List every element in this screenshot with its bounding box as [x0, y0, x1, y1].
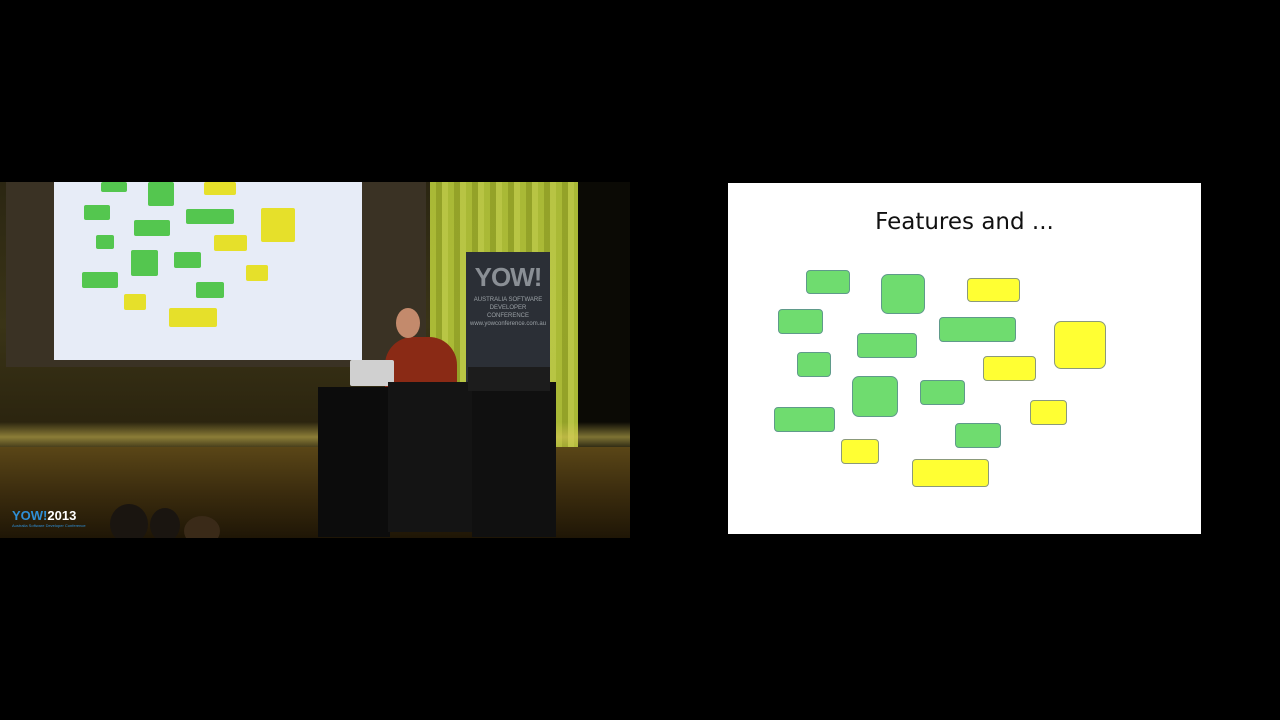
yow-logo-year: 2013 — [47, 508, 77, 523]
feature-box-yellow — [912, 459, 989, 487]
feature-box-green — [797, 352, 831, 377]
feature-box-green — [852, 376, 898, 417]
slide-title: Features and ... — [875, 209, 1054, 235]
yow-2013-logo: YOW!2013 — [12, 508, 76, 523]
feature-box-green — [920, 380, 965, 405]
lectern-sign — [468, 367, 550, 391]
feature-box-green — [778, 309, 823, 334]
podium-left — [318, 387, 390, 537]
laptop — [350, 360, 394, 386]
feature-box-green — [774, 407, 835, 432]
feature-box-green — [955, 423, 1001, 448]
banner-logo: YOW! — [474, 262, 543, 292]
feature-box-yellow — [983, 356, 1036, 381]
feature-box-yellow — [1030, 400, 1067, 425]
audience-head — [184, 516, 220, 538]
audience-head — [110, 504, 148, 538]
audience-head — [150, 508, 180, 538]
feature-box-yellow — [1054, 321, 1106, 369]
feature-box-yellow — [967, 278, 1020, 302]
feature-box-green — [806, 270, 850, 294]
presentation-slide: Features and ... — [728, 183, 1201, 534]
feature-box-green — [857, 333, 917, 358]
yow-tagline: Australia Software Developer Conference — [12, 523, 86, 528]
stage-video-frame: YOW! AUSTRALIA SOFTWARE DEVELOPER CONFER… — [0, 182, 630, 538]
banner-subtitle-text: AUSTRALIA SOFTWARE DEVELOPER CONFERENCE — [473, 297, 543, 319]
lectern — [472, 382, 556, 537]
projected-slide — [54, 182, 362, 360]
yow-logo-text: YOW! — [12, 508, 48, 523]
banner-url: www.yowconference.com.au — [470, 321, 547, 327]
speaker-head — [396, 308, 420, 338]
feature-box-green — [881, 274, 925, 314]
banner-subtitle: AUSTRALIA SOFTWARE DEVELOPER CONFERENCE … — [470, 296, 546, 328]
feature-box-yellow — [841, 439, 879, 464]
feature-box-green — [939, 317, 1016, 342]
podium-center — [388, 382, 474, 532]
